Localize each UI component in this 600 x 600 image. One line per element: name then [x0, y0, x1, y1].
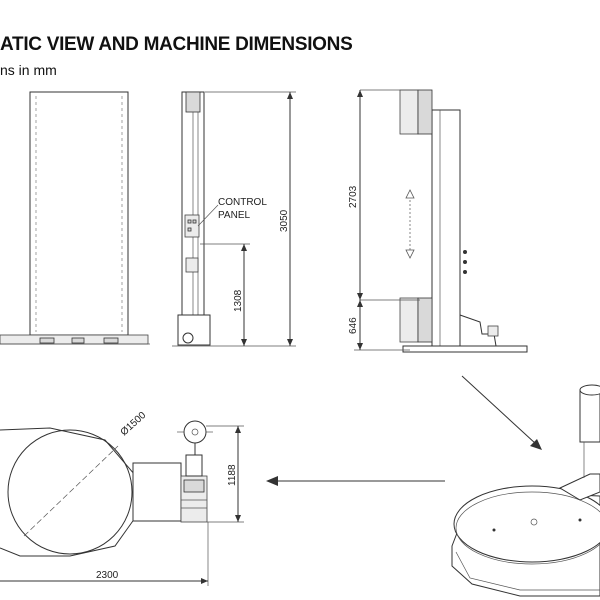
base-plate-right	[402, 345, 528, 353]
page-subtitle: ns in mm	[0, 62, 57, 78]
mast-column-right	[431, 109, 461, 347]
control-panel-label-line1: CONTROL	[218, 197, 267, 208]
page-title: ATIC VIEW AND MACHINE DIMENSIONS	[0, 34, 353, 55]
dimension-mast-height: 2703	[348, 185, 359, 208]
turntable-top	[7, 429, 133, 555]
isometric-view	[451, 384, 600, 597]
mast-base	[177, 314, 211, 346]
front-view	[0, 91, 150, 345]
base-wheel	[182, 332, 194, 344]
film-roll-iso	[579, 389, 600, 443]
view-arrows	[266, 375, 542, 486]
dimension-base-height: 646	[348, 317, 359, 334]
side-view-right: 2703 646	[348, 89, 528, 353]
top-view: Ø1500 ) 1188 2300	[0, 410, 244, 586]
dimension-total-height: 3050	[279, 209, 290, 232]
turntable-support	[459, 314, 497, 347]
film-roll-top	[183, 420, 207, 444]
arm-housing-top	[132, 462, 182, 522]
upper-carriage	[399, 89, 419, 135]
arm-iso	[558, 473, 600, 501]
lower-carriage	[399, 297, 419, 343]
dimension-width: 2300	[96, 570, 119, 581]
control-panel-box	[184, 214, 200, 238]
dimension-turntable-diameter: Ø1500	[119, 410, 149, 439]
side-view: CONTROL PANEL 3050 1308	[172, 91, 296, 347]
dimension-depth: 1188	[227, 464, 238, 486]
turntable-iso	[453, 485, 600, 563]
mast-top-carriage	[185, 91, 201, 113]
dimension-panel-height: 1308	[233, 289, 244, 312]
control-panel-label-line2: PANEL	[218, 210, 250, 221]
octagon-base-top	[0, 427, 136, 557]
pallet-load-outline	[29, 91, 129, 336]
